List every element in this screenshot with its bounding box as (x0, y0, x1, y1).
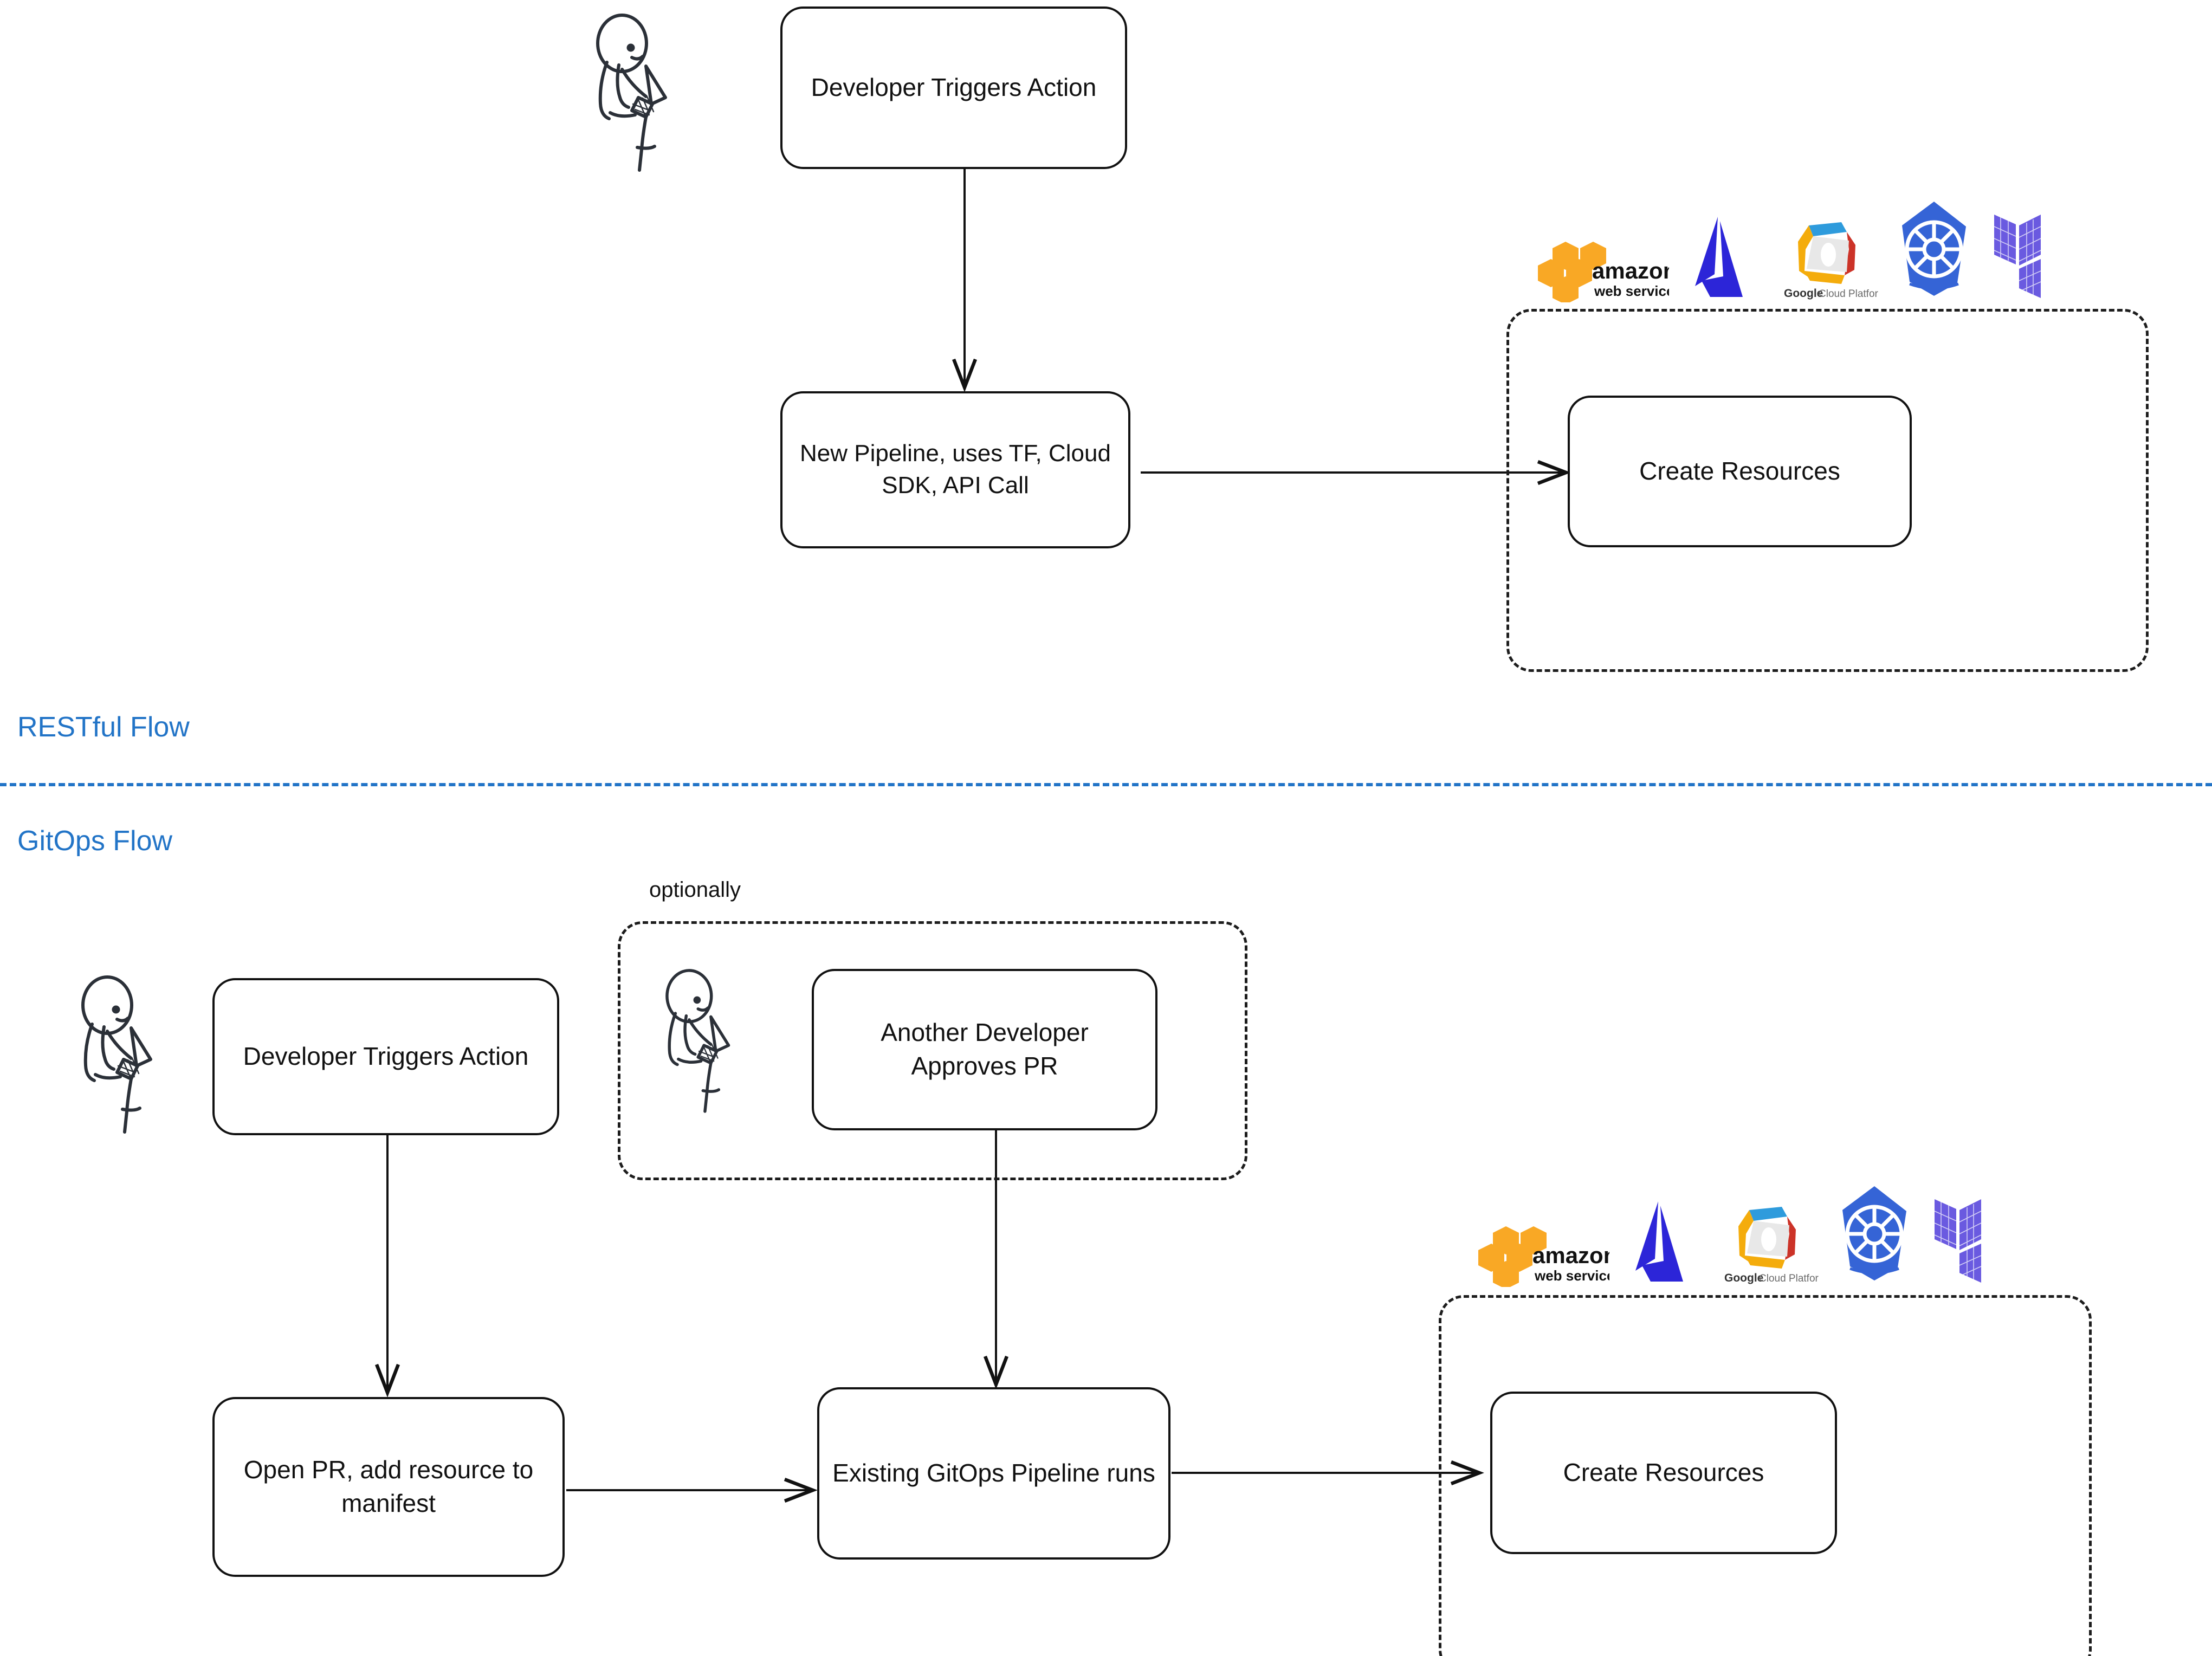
terraform-logo (1934, 1199, 1982, 1283)
node-label: Existing GitOps Pipeline runs (832, 1459, 1155, 1487)
cloud-resources-group-gitops (1439, 1295, 2092, 1656)
node-developer-triggers-action-gitops[interactable]: Developer Triggers Action (212, 978, 559, 1135)
google-cloud-platform-logo: Google Cloud Platform (1784, 222, 1878, 300)
google-cloud-platform-logo: Google Cloud Platform (1724, 1207, 1819, 1284)
terraform-logo (1994, 215, 2041, 298)
node-another-developer-approves-pr[interactable]: Another Developer Approves PR (812, 969, 1157, 1130)
cloud-resources-group-restful (1506, 309, 2149, 672)
aws-label-primary: amazon (1532, 1243, 1609, 1268)
aws-label-secondary: web services (1594, 283, 1669, 299)
aws-logo: amazon web services (1478, 1226, 1609, 1287)
node-open-pr[interactable]: Open PR, add resource to manifest (212, 1397, 565, 1577)
node-label: Developer Triggers Action (811, 73, 1097, 102)
section-label-gitops-flow: GitOps Flow (17, 825, 173, 857)
aws-label-secondary: web services (1534, 1267, 1609, 1284)
reviewer-stick-figure (665, 969, 730, 1113)
cloud-logos-row-gitops: amazon web services Google Cloud Platfor… (1463, 1186, 2001, 1287)
gcp-label-primary: Google (1724, 1272, 1763, 1284)
node-new-pipeline[interactable]: New Pipeline, uses TF, Cloud SDK, API Ca… (780, 391, 1130, 548)
optionally-label: optionally (649, 878, 741, 902)
kubernetes-logo (1902, 202, 1966, 296)
cloud-logos-row-restful: amazon web services Google Cloud Platfor… (1523, 202, 2060, 302)
azure-logo (1695, 217, 1743, 297)
developer-stick-figure (596, 14, 667, 172)
kubernetes-logo (1842, 1186, 1906, 1280)
node-label: Create Resources (1563, 1458, 1764, 1487)
section-label-restful-flow: RESTful Flow (17, 711, 190, 743)
gcp-label-primary: Google (1784, 287, 1823, 300)
node-existing-gitops-pipeline[interactable]: Existing GitOps Pipeline runs (817, 1387, 1170, 1560)
section-divider (0, 783, 2212, 786)
node-label: Open PR, add resource to manifest (243, 1456, 534, 1517)
node-create-resources-gitops[interactable]: Create Resources (1490, 1392, 1837, 1554)
node-label: Developer Triggers Action (243, 1042, 529, 1071)
developer-stick-figure-gitops (81, 975, 152, 1134)
azure-logo (1635, 1201, 1683, 1282)
optional-approval-group (618, 921, 1247, 1180)
node-label: Create Resources (1639, 457, 1840, 486)
aws-logo: amazon web services (1538, 242, 1669, 302)
gcp-label-secondary: Cloud Platform (1759, 1273, 1819, 1284)
node-create-resources-restful[interactable]: Create Resources (1568, 396, 1912, 547)
node-label: New Pipeline, uses TF, Cloud SDK, API Ca… (800, 440, 1111, 499)
aws-label-primary: amazon (1592, 258, 1669, 283)
gcp-label-secondary: Cloud Platform (1819, 288, 1878, 300)
node-developer-triggers-action-restful[interactable]: Developer Triggers Action (780, 7, 1127, 169)
node-label: Another Developer Approves PR (881, 1018, 1089, 1080)
